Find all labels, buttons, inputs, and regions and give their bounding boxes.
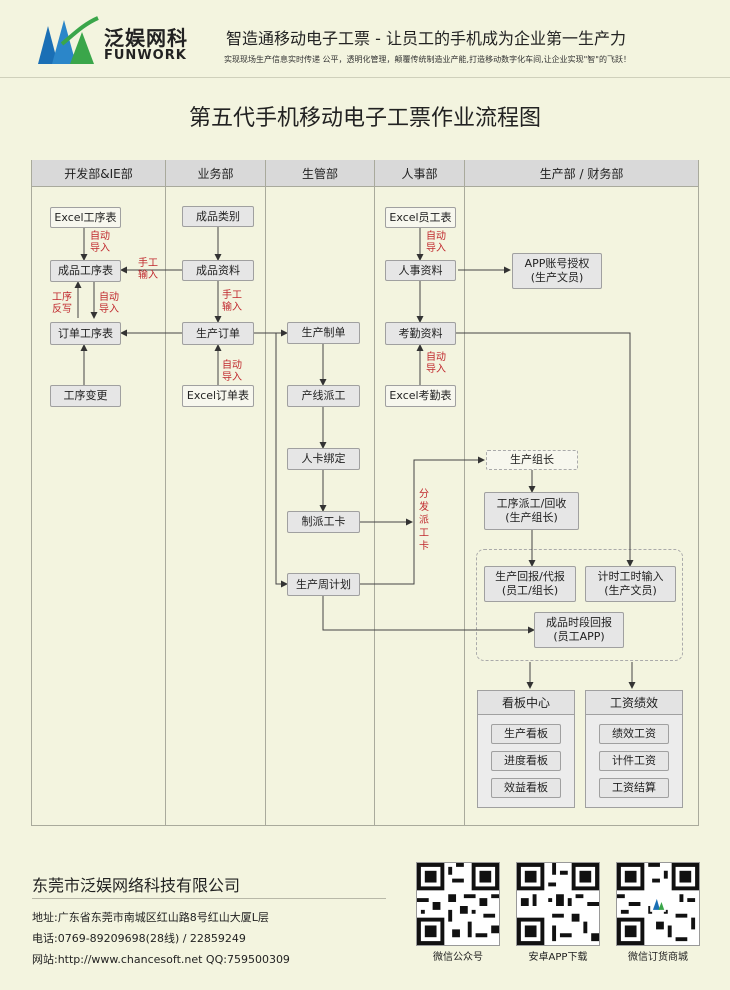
wechat-account-qr-icon — [416, 862, 500, 946]
salary-item-piecework: 计件工资 — [599, 751, 669, 771]
lane-header-dev-ie: 开发部&IE部 — [32, 160, 166, 187]
qr-caption-wechat-mall: 微信订货商城 — [628, 952, 688, 963]
node-product-info: 成品资料 — [182, 260, 254, 281]
label-distribute-card: 分发派工卡 — [419, 489, 429, 552]
board-center-title: 看板中心 — [478, 691, 574, 715]
lane-divider — [265, 187, 266, 826]
salary-item-settlement: 工资结算 — [599, 778, 669, 798]
node-production-report: 生产回报/代报(员工/组长) — [484, 566, 576, 602]
node-weekly-plan: 生产周计划 — [287, 573, 360, 596]
page-title: 第五代手机移动电子工票作业流程图 — [188, 106, 541, 131]
node-process-change: 工序变更 — [50, 385, 121, 407]
slogan: 智造通移动电子工票 - 让员工的手机成为企业第一生产力 — [226, 29, 626, 48]
lane-divider — [374, 187, 375, 826]
node-excel-attendance-table: Excel考勤表 — [385, 385, 456, 407]
node-app-account-auth: APP账号授权(生产文员) — [512, 253, 602, 289]
wechat-mall-qr-icon — [616, 862, 700, 946]
board-item-production: 生产看板 — [491, 724, 561, 744]
qr-caption-android-app: 安卓APP下载 — [528, 952, 588, 963]
company-address: 地址:广东省东莞市南城区红山路8号红山大厦L层 — [32, 911, 269, 924]
lane-header-business: 业务部 — [166, 160, 266, 187]
node-make-production-order: 生产制单 — [287, 322, 360, 344]
node-excel-staff-table: Excel员工表 — [385, 207, 456, 228]
lane-header-hr: 人事部 — [375, 160, 465, 187]
salary-panel-title: 工资绩效 — [586, 691, 682, 715]
label-auto-import: 自动导入 — [90, 231, 110, 254]
label-auto-import: 自动导入 — [426, 231, 446, 254]
node-hr-info: 人事资料 — [385, 260, 456, 281]
android-app-qr-icon — [516, 862, 600, 946]
node-excel-process-table: Excel工序表 — [50, 207, 121, 228]
label-manual-input: 手工输入 — [138, 258, 158, 281]
lane-header-production-control: 生管部 — [266, 160, 375, 187]
node-make-dispatch-card: 制派工卡 — [287, 511, 360, 533]
lane-divider — [165, 187, 166, 826]
qr-caption-wechat-account: 微信公众号 — [433, 952, 483, 963]
node-attendance-data: 考勤资料 — [385, 322, 456, 345]
label-auto-import: 自动导入 — [99, 292, 119, 315]
node-order-process-table: 订单工序表 — [50, 322, 121, 345]
sub-slogan: 实现现场生产信息实时传递 公平，透明化管理，颠覆传统制造业产能,打造移动数字化车… — [224, 55, 631, 64]
company-phone: 电话:0769-89209698(28线) / 22859249 — [32, 932, 246, 945]
board-item-benefit: 效益看板 — [491, 778, 561, 798]
node-period-report: 成品时段回报(员工APP) — [534, 612, 624, 648]
label-auto-import: 自动导入 — [426, 352, 446, 375]
node-team-leader: 生产组长 — [486, 450, 578, 470]
company-website: 网站:http://www.chancesoft.net QQ:75950030… — [32, 953, 290, 966]
report-group-box — [476, 549, 683, 661]
board-item-progress: 进度看板 — [491, 751, 561, 771]
node-excel-order-table: Excel订单表 — [182, 385, 254, 407]
label-auto-import: 自动导入 — [222, 360, 242, 383]
label-process-feedback: 工序反写 — [52, 292, 72, 315]
node-time-input: 计时工时输入(生产文员) — [585, 566, 676, 602]
node-product-process-table: 成品工序表 — [50, 260, 121, 282]
footer-divider — [32, 898, 386, 899]
node-process-dispatch-receive: 工序派工/回收(生产组长) — [484, 492, 579, 530]
node-product-category: 成品类别 — [182, 206, 254, 227]
label-manual-input: 手工输入 — [222, 290, 242, 313]
brand-name-cn: 泛娱网科 — [104, 26, 188, 50]
salary-item-performance: 绩效工资 — [599, 724, 669, 744]
funwork-logo — [38, 16, 99, 64]
company-name: 东莞市泛娱网络科技有限公司 — [32, 876, 241, 895]
lane-divider — [464, 187, 465, 826]
node-production-order: 生产订单 — [182, 322, 254, 345]
lane-header-production-finance: 生产部 / 财务部 — [465, 160, 698, 187]
node-line-dispatch: 产线派工 — [287, 385, 360, 407]
header-divider — [0, 77, 730, 78]
brand-name-en: FUNWORK — [104, 48, 187, 63]
node-card-binding: 人卡绑定 — [287, 448, 360, 470]
